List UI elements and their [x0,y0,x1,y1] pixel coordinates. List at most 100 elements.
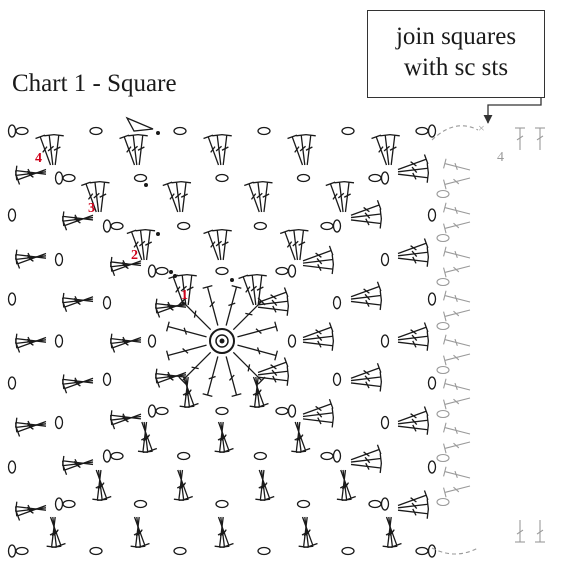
chain-stitch-icon [56,172,63,184]
chain-stitch-icon [437,191,449,198]
chain-stitch-icon [104,297,111,309]
treble-stitch-icon [351,219,381,229]
treble-stitch-icon [100,182,110,212]
treble-stitch-icon [515,128,525,150]
treble-stitch-icon [298,230,308,260]
magic-ring-icon [210,329,234,353]
chain-stitch-icon [149,335,156,347]
treble-stitch-icon [390,135,400,165]
chain-stitch-icon [437,235,449,242]
chain-stitch-icon [369,175,381,182]
treble-stitch-icon [138,135,148,165]
treble-stitch-icon [535,128,545,150]
treble-stitch-icon [351,300,381,310]
treble-stitch-icon [237,322,277,337]
chain-stitch-icon [156,408,168,415]
treble-stitch-icon [233,352,265,384]
chain-stitch-icon [156,268,168,275]
chain-stitch-icon [216,175,228,182]
slip-stitch-icon [156,131,160,135]
chain-stitch-icon [382,335,389,347]
slip-stitch-icon [173,274,177,278]
treble-stitch-icon [444,310,470,321]
treble-stitch-icon [167,345,207,360]
chain-stitch-icon [298,175,310,182]
round-number-4: 4 [35,151,42,167]
treble-stitch-icon [145,230,155,260]
round-number-3: 3 [88,201,95,217]
treble-stitch-icon [444,442,470,453]
chain-stitch-icon [276,268,288,275]
chain-stitch-icon [254,453,266,460]
treble-stitch-icon [398,341,428,351]
treble-stitch-icon [398,509,428,519]
treble-stitch-icon [351,463,381,473]
fasten-off-icon [127,118,153,131]
chain-stitch-icon [321,223,333,230]
treble-stitch-icon [444,379,470,390]
treble-stitch-icon [258,376,288,386]
treble-stitch-icon [515,520,525,542]
treble-stitch-icon [258,306,288,316]
treble-stitch-icon [203,286,218,326]
treble-stitch-icon [444,266,470,277]
chain-stitch-icon [298,501,310,508]
chain-stitch-icon [104,220,111,232]
chain-stitch-icon [289,335,296,347]
chain-stitch-icon [437,279,449,286]
chain-stitch-icon [369,501,381,508]
chain-stitch-icon [16,128,28,135]
treble-stitch-icon [203,356,218,396]
treble-stitch-icon [303,417,333,427]
treble-stitch-icon [444,467,470,478]
treble-stitch-icon [398,425,428,435]
chain-stitch-icon [216,408,228,415]
treble-stitch-icon [444,398,470,409]
chain-stitch-icon [258,548,270,555]
chain-stitch-icon [258,128,270,135]
chain-stitch-icon [9,209,16,221]
slip-stitch-icon [169,270,173,274]
treble-stitch-icon [54,135,64,165]
chain-stitch-icon [289,265,296,277]
chain-stitch-icon [382,172,389,184]
treble-stitch-icon [303,264,333,274]
chain-stitch-icon [174,548,186,555]
treble-stitch-icon [263,182,273,212]
chain-stitch-icon [16,548,28,555]
chain-stitch-icon [437,323,449,330]
chain-stitch-icon [9,293,16,305]
chain-stitch-icon [254,223,266,230]
chain-stitch-icon [429,125,436,137]
chain-stitch-icon [437,499,449,506]
chain-stitch-icon [334,297,341,309]
chain-stitch-icon [429,545,436,557]
chain-stitch-icon [437,455,449,462]
chain-stitch-icon [334,220,341,232]
chain-stitch-icon [437,411,449,418]
treble-stitch-icon [237,345,277,360]
treble-stitch-icon [181,182,191,212]
treble-stitch-icon [344,182,354,212]
treble-stitch-icon [444,178,470,189]
join-chain-dashed [432,126,478,140]
neighbor-square-chart: × [432,121,545,554]
chain-stitch-icon [178,453,190,460]
treble-stitch-icon [226,356,241,396]
chain-stitch-icon [382,498,389,510]
join-mark-icon: × [478,121,485,135]
treble-stitch-icon [222,135,232,165]
treble-stitch-icon [179,352,211,384]
chain-stitch-icon [63,175,75,182]
chain-stitch-icon [174,128,186,135]
neighbor-round-number: 4 [497,150,504,166]
treble-stitch-icon [398,173,428,183]
chain-stitch-icon [9,545,16,557]
chain-stitch-icon [111,453,123,460]
treble-stitch-icon [444,222,470,233]
chain-stitch-icon [104,450,111,462]
chain-stitch-icon [334,450,341,462]
chain-stitch-icon [63,501,75,508]
chain-stitch-icon [321,453,333,460]
slip-stitch-icon [144,183,148,187]
